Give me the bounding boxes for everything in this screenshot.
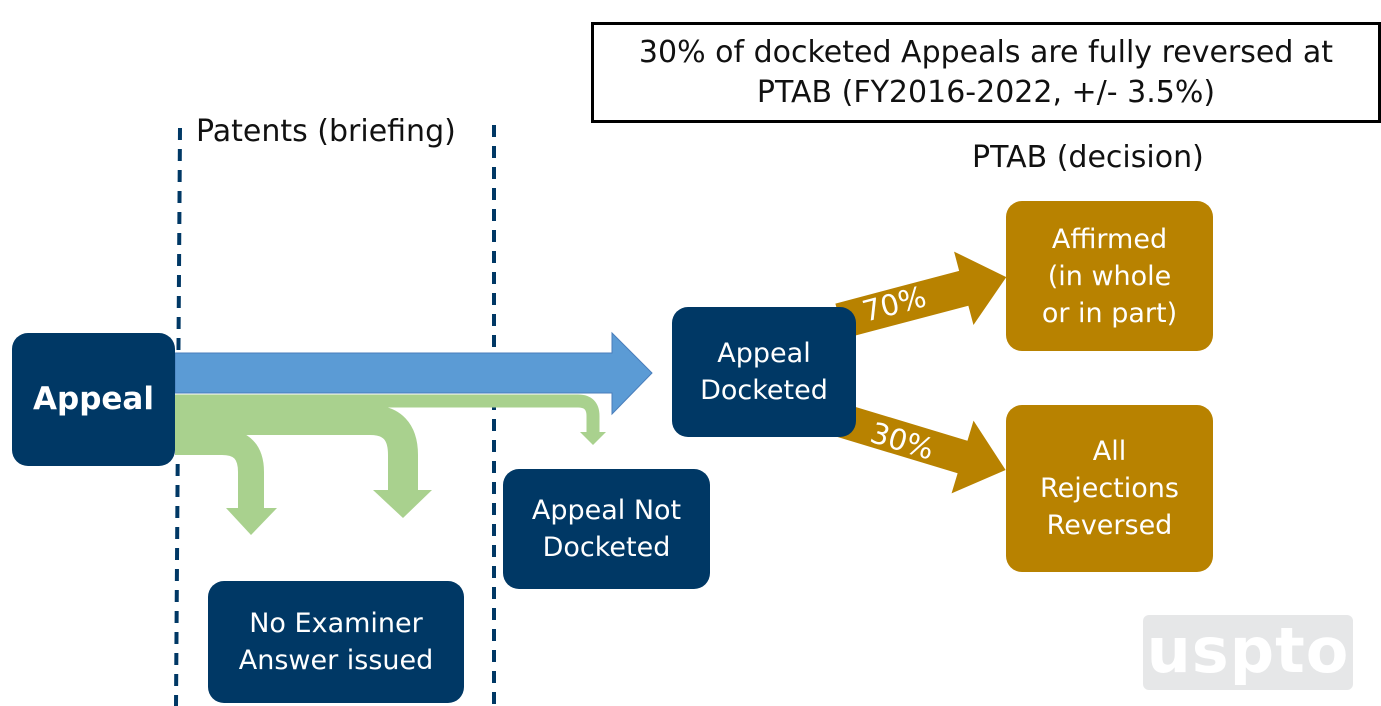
ptab-decision-label: PTAB (decision) <box>972 140 1204 175</box>
affirmed-box: Affirmed (in whole or in part) <box>1006 201 1213 351</box>
all-rejections-reversed-box: All Rejections Reversed <box>1006 405 1213 572</box>
blue-arrow-docketed <box>174 331 653 416</box>
uspto-logo: uspto <box>1143 615 1353 690</box>
green-arrows <box>175 394 606 535</box>
no-examiner-answer-box: No Examiner Answer issued <box>208 581 464 703</box>
appeal-box: Appeal <box>12 333 175 466</box>
appeal-docketed-box: Appeal Docketed <box>672 307 856 437</box>
green-arrow-no-answer <box>175 429 264 510</box>
patents-briefing-label: Patents (briefing) <box>196 114 456 149</box>
green-arrowhead-not-docketed <box>580 432 606 445</box>
gold-arrow-reversed <box>835 403 1006 494</box>
gold-arrow-affirmed <box>835 251 1007 339</box>
green-arrow-middle <box>175 405 418 492</box>
green-arrowhead-middle <box>373 490 432 518</box>
headline-box: 30% of docketed Appeals are fully revers… <box>591 22 1381 123</box>
green-arrowhead-no-answer <box>226 508 277 535</box>
green-arrow-not-docketed <box>175 394 600 432</box>
appeal-not-docketed-box: Appeal Not Docketed <box>503 469 710 589</box>
